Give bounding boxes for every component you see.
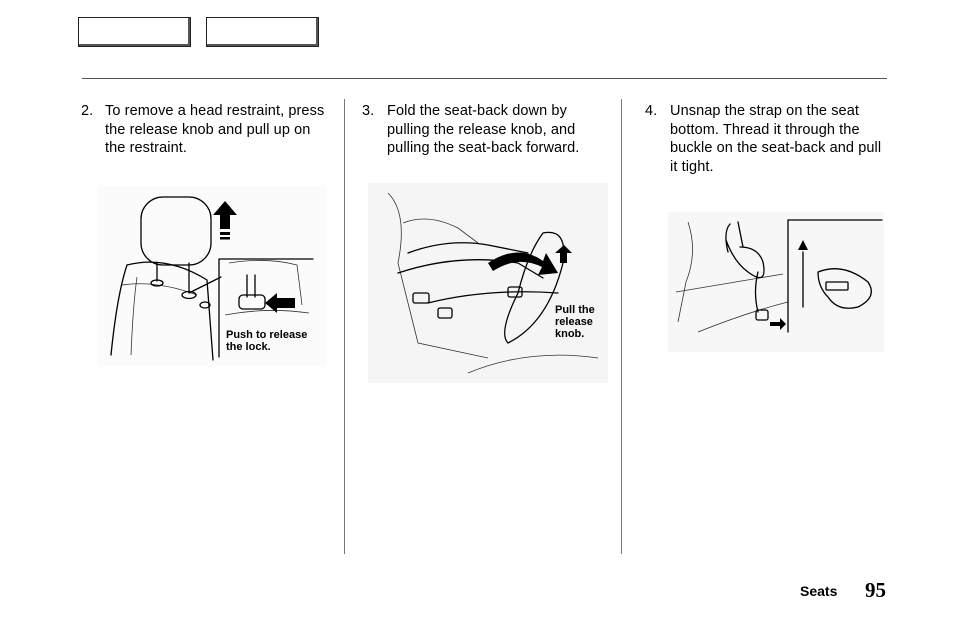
step-number: 3. — [362, 103, 375, 119]
step-number: 2. — [81, 103, 94, 119]
step-text: To remove a head restraint, press the re… — [105, 103, 325, 156]
header-rule — [82, 78, 887, 79]
page-number: 95 — [865, 578, 886, 602]
column-divider-2 — [621, 99, 622, 554]
strap-buckle-illustration — [668, 212, 884, 352]
next-page-button[interactable] — [206, 17, 319, 47]
head-restraint-illustration: Push to release the lock. — [97, 185, 327, 367]
step-number: 4. — [645, 103, 658, 119]
section-name: Seats — [800, 583, 838, 599]
step-text: Unsnap the strap on the seat bottom. Thr… — [670, 103, 882, 175]
previous-page-button[interactable] — [78, 17, 191, 47]
push-to-release-callout: Push to release the lock. — [226, 329, 308, 353]
pull-release-knob-callout: Pull the release knob. — [555, 304, 595, 340]
step-text: Fold the seat-back down by pulling the r… — [387, 103, 580, 156]
column-divider-1 — [344, 99, 345, 554]
seat-back-fold-illustration: Pull the release knob. — [368, 183, 608, 383]
